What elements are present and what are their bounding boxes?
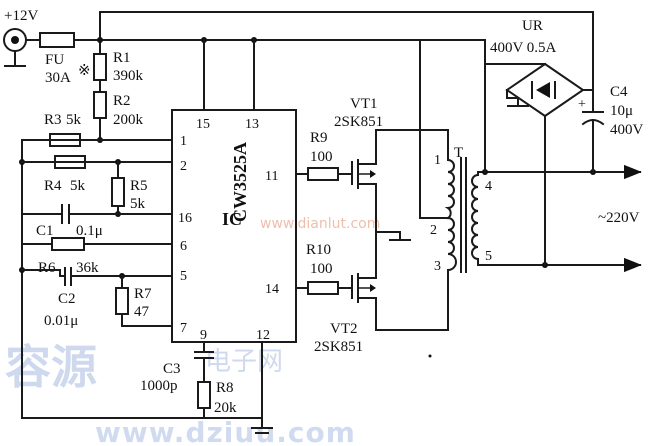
rectifier-ref: UR — [522, 18, 543, 34]
r2-ref: R2 — [113, 93, 131, 109]
bridge-rectifier-ur — [505, 62, 585, 118]
transformer-pin-1: 1 — [434, 153, 441, 168]
mosfet-vt2 — [351, 261, 377, 331]
fuse-fu — [39, 32, 75, 48]
c1-ref: C1 — [36, 223, 54, 239]
watermark-site-url: www.dianlut.com — [260, 216, 380, 232]
vt1-ref: VT1 — [350, 96, 378, 112]
r2-value: 200k — [113, 112, 144, 128]
c4-voltage: 400V — [610, 122, 644, 138]
ic-pin-12: 12 — [256, 328, 270, 343]
ic-pin-15: 15 — [196, 117, 210, 132]
watermark-brand-small: 电子网 — [205, 347, 283, 377]
resistor-r2 — [93, 91, 107, 119]
supply-label: +12V — [4, 8, 38, 24]
ic-pin-6: 6 — [180, 239, 187, 254]
resistor-r7 — [115, 287, 129, 315]
resistor-r1 — [93, 53, 107, 81]
output-voltage-label: ~220V — [598, 210, 640, 226]
resistor-r4 — [54, 155, 86, 169]
r8-value: 20k — [214, 400, 237, 416]
watermark-site-url-bottom: www.dziuu.com — [95, 416, 356, 446]
r1-ref: R1 — [113, 50, 131, 66]
c3-value: 1000p — [140, 378, 178, 394]
ic-pin-2: 2 — [180, 159, 187, 174]
ic-part-number: CW3525A — [230, 142, 250, 222]
resistor-r5 — [111, 177, 125, 207]
resistor-r9 — [307, 167, 339, 181]
fuse-mark: ※ — [78, 63, 91, 79]
c2-ref: C2 — [58, 291, 76, 307]
ic-cw3525a — [171, 109, 297, 343]
c1-value: 0.1μ — [76, 223, 103, 239]
r1-value: 390k — [113, 68, 144, 84]
ic-pin-7: 7 — [180, 321, 187, 336]
c4-value: 10μ — [610, 103, 633, 119]
r5-value: 5k — [130, 196, 146, 212]
r9-ref: R9 — [310, 130, 328, 146]
diode-icon — [536, 82, 550, 98]
r10-value: 100 — [310, 261, 333, 277]
c2-value: 0.01μ — [44, 313, 78, 329]
supply-input: +12V — [3, 8, 38, 67]
fuse-ref: FU — [45, 52, 64, 68]
r8-ref: R8 — [216, 380, 234, 396]
r5-ref: R5 — [130, 178, 148, 194]
r9-value: 100 — [310, 149, 333, 165]
rectifier-rating: 400V 0.5A — [490, 40, 557, 56]
r4-value: 5k — [70, 178, 86, 194]
resistor-r10 — [307, 281, 339, 295]
r4-ref: R4 — [44, 178, 62, 194]
r10-ref: R10 — [306, 242, 331, 258]
r6-value: 36k — [76, 260, 99, 276]
transformer-pin-5: 5 — [485, 249, 492, 264]
ic-pin-5: 5 — [180, 269, 187, 284]
ic-pin-9: 9 — [200, 328, 207, 343]
ic-ref: IC — [222, 209, 242, 229]
resistor-r6 — [51, 237, 85, 251]
ic-pin-11: 11 — [265, 169, 278, 184]
r6-ref: R6 — [38, 260, 56, 276]
ic-pin-1: 1 — [180, 134, 187, 149]
r3-ref: R3 — [44, 112, 62, 128]
c4-polarity: + — [578, 97, 586, 112]
r7-value: 47 — [134, 304, 150, 320]
c3-ref: C3 — [163, 361, 181, 377]
resistor-r8 — [197, 381, 211, 409]
ic-pin-13: 13 — [245, 117, 259, 132]
fuse-value: 30A — [45, 70, 71, 86]
r3-value: 5k — [66, 112, 82, 128]
r7-ref: R7 — [134, 286, 152, 302]
resistor-r3 — [49, 133, 81, 147]
vt2-part: 2SK851 — [314, 339, 363, 355]
mosfet-vt1 — [351, 129, 377, 201]
supply-terminal-inner — [11, 36, 19, 44]
transformer-pin-2: 2 — [430, 223, 437, 238]
c4-ref: C4 — [610, 84, 628, 100]
ic-pin-14: 14 — [265, 282, 279, 297]
watermark-brand: 容源 — [5, 340, 97, 394]
transformer-ref: T — [454, 145, 463, 161]
vt2-ref: VT2 — [330, 321, 358, 337]
transformer-pin-3: 3 — [434, 259, 441, 274]
transformer-t — [444, 157, 480, 273]
ic-pin-16: 16 — [178, 211, 192, 226]
vt1-part: 2SK851 — [334, 114, 383, 130]
transformer-pin-4: 4 — [485, 179, 492, 194]
